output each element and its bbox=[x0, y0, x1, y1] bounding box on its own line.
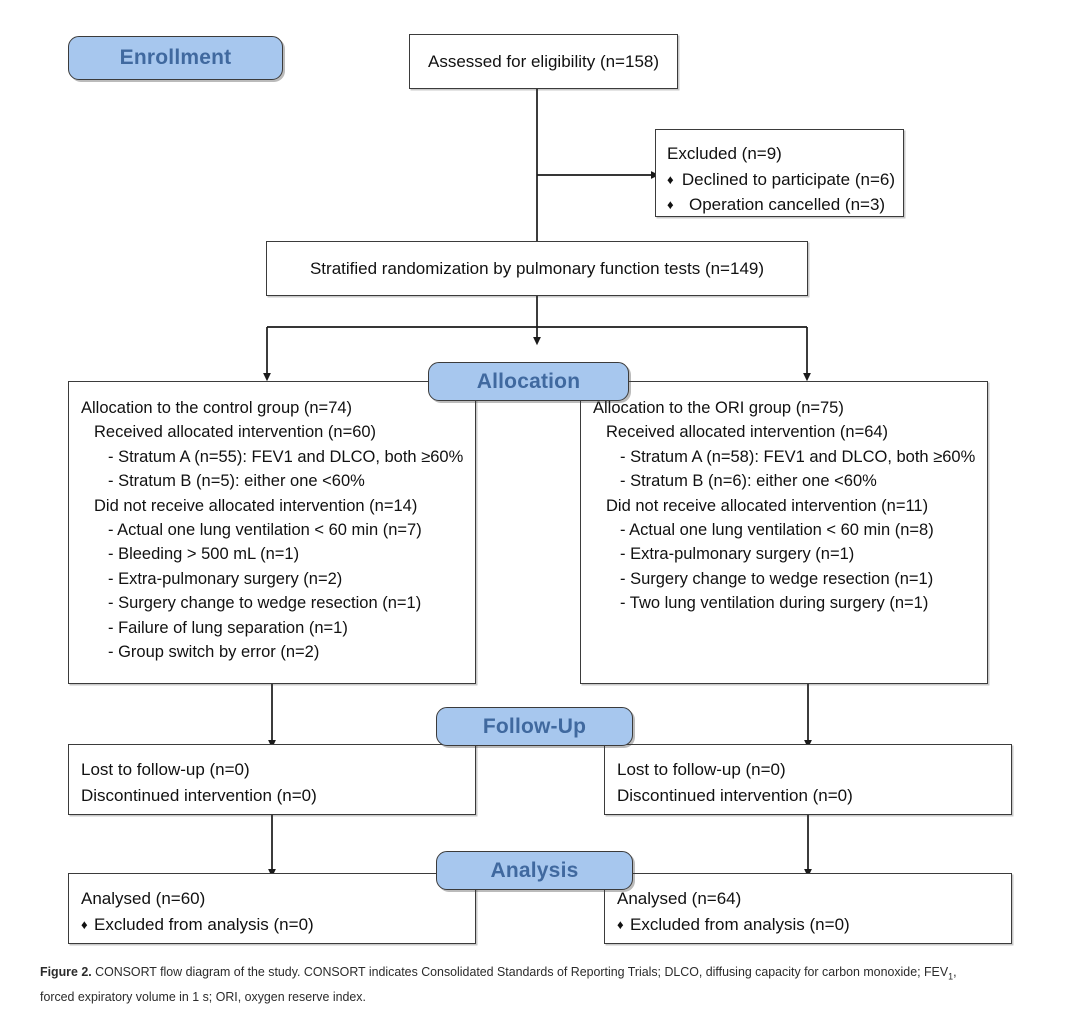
analysis-ori-bullet-list: ♦ Excluded from analysis (n=0) bbox=[617, 912, 1001, 937]
allocation-control-line: Received allocated intervention (n=60) bbox=[94, 423, 377, 442]
allocation-control-line: Did not receive allocated intervention (… bbox=[94, 496, 418, 515]
allocation-ori-line: - Stratum B (n=6): either one <60% bbox=[620, 472, 877, 491]
node-analysis-ori: Analysed (n=64) ♦ Excluded from analysis… bbox=[604, 873, 1012, 944]
allocation-ori-line: - Extra-pulmonary surgery (n=1) bbox=[620, 545, 855, 564]
stage-label-allocation: Allocation bbox=[476, 369, 581, 393]
allocation-control-line: - Group switch by error (n=2) bbox=[108, 643, 320, 662]
excluded-title: Excluded (n=9) bbox=[667, 144, 782, 163]
node-allocation-control-group: Allocation to the control group (n=74) Re… bbox=[68, 381, 476, 684]
analysis-ori-item-text: Excluded from analysis (n=0) bbox=[630, 915, 850, 934]
allocation-control-list: Allocation to the control group (n=74) Re… bbox=[81, 396, 465, 664]
excluded-item-text: Operation cancelled (n=3) bbox=[689, 195, 886, 214]
analysis-control-bullet-list: ♦ Excluded from analysis (n=0) bbox=[81, 912, 465, 937]
diamond-bullet-icon: ♦ bbox=[617, 917, 624, 932]
allocation-control-line: - Extra-pulmonary surgery (n=2) bbox=[108, 569, 343, 588]
list-item: ♦ Declined to participate (n=6) bbox=[667, 167, 895, 192]
figure-caption-subscript: 1 bbox=[948, 971, 954, 983]
node-followup-ori: Lost to follow-up (n=0) Discontinued int… bbox=[604, 744, 1012, 815]
allocation-control-line: - Stratum A (n=55): FEV1 and DLCO, both … bbox=[108, 447, 464, 466]
allocation-control-line: - Actual one lung ventilation < 60 min (… bbox=[108, 521, 422, 540]
stage-label-analysis: Analysis bbox=[490, 858, 579, 882]
diamond-bullet-icon: ♦ bbox=[667, 172, 674, 187]
allocation-control-line: - Stratum B (n=5): either one <60% bbox=[108, 472, 365, 491]
node-stratified-randomization: Stratified randomization by pulmonary fu… bbox=[266, 241, 808, 296]
stage-label-enrollment: Enrollment bbox=[119, 46, 232, 69]
allocation-ori-list: Allocation to the ORI group (n=75) Receiv… bbox=[593, 396, 977, 616]
allocation-ori-line: - Two lung ventilation during surgery (n… bbox=[620, 594, 929, 613]
allocation-ori-line: - Stratum A (n=58): FEV1 and DLCO, both … bbox=[620, 447, 976, 466]
list-item: ♦ Operation cancelled (n=3) bbox=[667, 192, 895, 217]
analysis-control-item-text: Excluded from analysis (n=0) bbox=[94, 915, 314, 934]
figure-caption: Figure 2. CONSORT flow diagram of the st… bbox=[40, 962, 985, 1006]
diamond-bullet-icon: ♦ bbox=[667, 197, 674, 212]
followup-ori-line: Discontinued intervention (n=0) bbox=[617, 786, 853, 805]
excluded-bullet-list: ♦ Declined to participate (n=6) ♦ Operat… bbox=[667, 167, 895, 217]
allocation-control-line: - Failure of lung separation (n=1) bbox=[108, 618, 348, 637]
randomization-text: Stratified randomization by pulmonary fu… bbox=[309, 258, 765, 278]
allocation-control-line: - Surgery change to wedge resection (n=1… bbox=[108, 594, 422, 613]
figure-caption-part1: CONSORT flow diagram of the study. CONSO… bbox=[91, 964, 949, 979]
node-allocation-ori-group: Allocation to the ORI group (n=75) Receiv… bbox=[580, 381, 988, 684]
analysis-ori-title: Analysed (n=64) bbox=[617, 889, 742, 908]
assessed-text: Assessed for eligibility (n=158) bbox=[427, 51, 660, 71]
figure-caption-part2: , forced expiratory volume in 1 s; ORI, … bbox=[40, 964, 957, 1004]
allocation-ori-line: Did not receive allocated intervention (… bbox=[606, 496, 929, 515]
excluded-item-text: Declined to participate (n=6) bbox=[681, 170, 895, 189]
node-excluded: Excluded (n=9) ♦ Declined to participate… bbox=[655, 129, 904, 217]
stage-pill-enrollment: Enrollment bbox=[68, 36, 283, 80]
node-followup-control: Lost to follow-up (n=0) Discontinued int… bbox=[68, 744, 476, 815]
allocation-ori-line: Allocation to the ORI group (n=75) bbox=[593, 399, 844, 417]
node-assessed-for-eligibility: Assessed for eligibility (n=158) bbox=[409, 34, 678, 89]
figure-caption-label: Figure 2. bbox=[40, 964, 92, 979]
allocation-ori-line: Received allocated intervention (n=64) bbox=[606, 423, 889, 442]
followup-control-line: Discontinued intervention (n=0) bbox=[81, 786, 317, 805]
followup-ori-line: Lost to follow-up (n=0) bbox=[617, 760, 786, 779]
stage-pill-followup: Follow-Up bbox=[436, 707, 633, 746]
stage-pill-analysis: Analysis bbox=[436, 851, 633, 890]
stage-pill-allocation: Allocation bbox=[428, 362, 629, 401]
allocation-ori-line: - Surgery change to wedge resection (n=1… bbox=[620, 569, 934, 588]
allocation-control-line: Allocation to the control group (n=74) bbox=[81, 399, 353, 417]
list-item: ♦ Excluded from analysis (n=0) bbox=[617, 912, 1001, 937]
allocation-control-line: - Bleeding > 500 mL (n=1) bbox=[108, 545, 300, 564]
node-analysis-control: Analysed (n=60) ♦ Excluded from analysis… bbox=[68, 873, 476, 944]
analysis-control-title: Analysed (n=60) bbox=[81, 889, 206, 908]
diamond-bullet-icon: ♦ bbox=[81, 917, 88, 932]
list-item: ♦ Excluded from analysis (n=0) bbox=[81, 912, 465, 937]
followup-control-line: Lost to follow-up (n=0) bbox=[81, 760, 250, 779]
stage-label-followup: Follow-Up bbox=[482, 714, 587, 738]
allocation-ori-line: - Actual one lung ventilation < 60 min (… bbox=[620, 521, 934, 540]
